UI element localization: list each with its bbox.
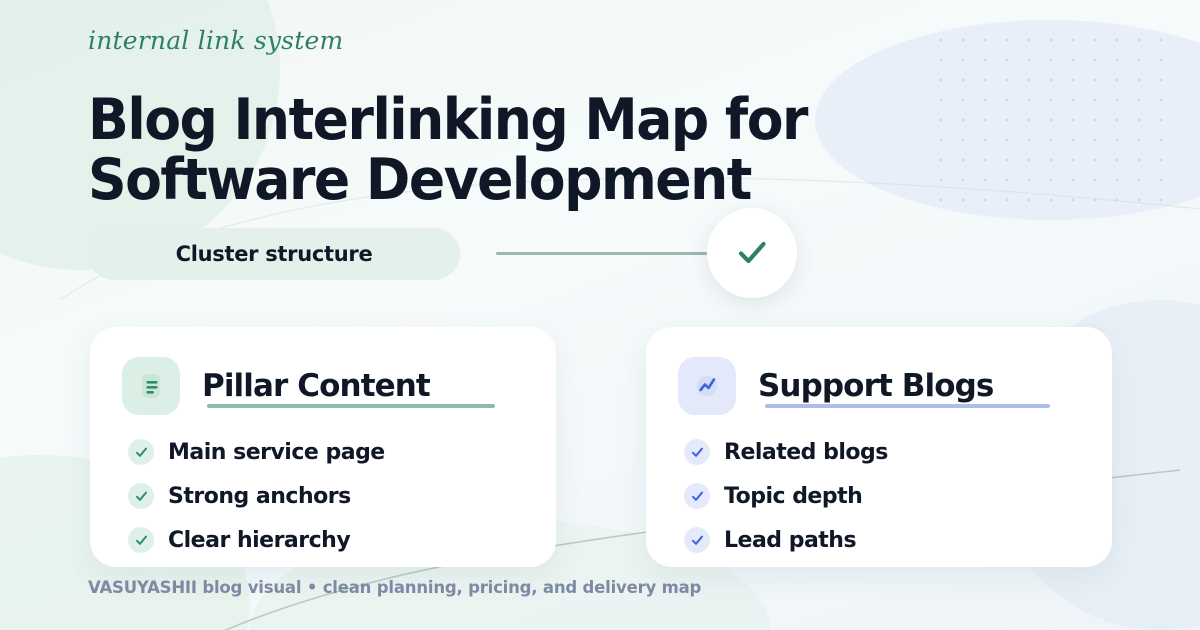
- dot-grid-pattern: [930, 30, 1180, 210]
- card-title-underline: [207, 404, 495, 408]
- card-header: Pillar Content: [122, 357, 431, 415]
- footer-caption: VASUYASHII blog visual • clean planning,…: [88, 578, 702, 597]
- page-title: Blog Interlinking Map for Software Devel…: [88, 90, 859, 210]
- list-item: Main service page: [128, 439, 385, 465]
- card-header: Support Blogs: [678, 357, 994, 415]
- bullet-list-pillar-content: Main service page Strong anchors Clear h…: [128, 439, 385, 553]
- cluster-structure-pill[interactable]: Cluster structure: [88, 228, 460, 280]
- check-icon: [128, 483, 154, 509]
- list-item-label: Clear hierarchy: [168, 527, 351, 553]
- card-title-support-blogs: Support Blogs: [758, 368, 994, 404]
- check-icon: [684, 439, 710, 465]
- connector-line: [496, 252, 708, 255]
- list-item-label: Main service page: [168, 439, 385, 465]
- check-badge: [707, 208, 797, 298]
- check-icon: [128, 527, 154, 553]
- page-title-line-2: Software Development: [88, 147, 752, 214]
- page-title-line-1: Blog Interlinking Map for: [88, 87, 808, 154]
- list-item: Related blogs: [684, 439, 888, 465]
- list-item: Topic depth: [684, 483, 888, 509]
- list-item-label: Strong anchors: [168, 483, 351, 509]
- list-item-label: Related blogs: [724, 439, 888, 465]
- document-lines-icon: [122, 357, 180, 415]
- check-icon: [733, 234, 771, 272]
- list-item-label: Lead paths: [724, 527, 857, 553]
- card-support-blogs[interactable]: Support Blogs Related blogs Topic depth: [646, 327, 1112, 567]
- eyebrow-text: internal link system: [88, 26, 344, 55]
- check-icon: [128, 439, 154, 465]
- list-item: Strong anchors: [128, 483, 385, 509]
- card-pillar-content[interactable]: Pillar Content Main service page Strong …: [90, 327, 556, 567]
- list-item-label: Topic depth: [724, 483, 863, 509]
- check-icon: [684, 483, 710, 509]
- list-item: Lead paths: [684, 527, 888, 553]
- trend-chart-icon: [678, 357, 736, 415]
- cluster-structure-label: Cluster structure: [175, 242, 373, 266]
- card-title-underline: [765, 404, 1050, 408]
- bullet-list-support-blogs: Related blogs Topic depth Lead paths: [684, 439, 888, 553]
- check-icon: [684, 527, 710, 553]
- list-item: Clear hierarchy: [128, 527, 385, 553]
- card-title-pillar-content: Pillar Content: [202, 368, 431, 404]
